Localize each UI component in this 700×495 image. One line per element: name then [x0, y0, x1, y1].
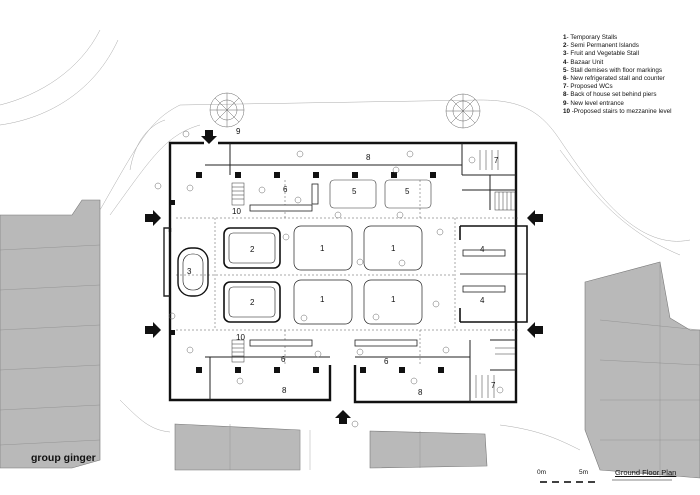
- legend-item: 2- Semi Permanent Islands: [563, 42, 672, 50]
- wc-fixtures: [475, 150, 499, 398]
- legend-item-text: - Temporary Stalls: [566, 34, 618, 41]
- label-temporary-stall: 1: [320, 295, 325, 304]
- stall-demises: [329, 179, 432, 209]
- label-demise: 5: [405, 187, 410, 196]
- bazaar-units: [459, 225, 528, 323]
- label-temporary-stall: 1: [391, 244, 396, 253]
- legend-item-number: 1: [563, 34, 567, 41]
- street-context-lines: [0, 29, 691, 470]
- legend-item: 1- Temporary Stalls: [563, 34, 672, 42]
- legend-item-text: - New refrigerated stall and counter: [566, 75, 665, 83]
- label-wc: 7: [491, 381, 496, 390]
- piers: [170, 172, 444, 373]
- legend-item-number: 9: [563, 99, 567, 107]
- neighbouring-buildings: [0, 199, 700, 479]
- legend-item: 9- New level entrance: [563, 100, 672, 108]
- label-bazaar: 4: [480, 296, 485, 305]
- legend-item-text: - Back of house set behind piers: [566, 91, 657, 99]
- label-stairs: 10: [232, 207, 241, 216]
- label-temporary-stall: 1: [391, 295, 396, 304]
- building-hatching: [0, 244, 700, 478]
- building-walls: [168, 141, 518, 404]
- label-level-entrance: 9: [236, 127, 241, 136]
- legend-item: 4- Bazaar Unit: [563, 59, 672, 67]
- label-demise: 5: [352, 187, 357, 196]
- label-fruit-veg: 3: [187, 267, 192, 276]
- label-island: 2: [250, 298, 255, 307]
- legend-item-text: -Proposed stairs to mezzanine level: [570, 107, 672, 115]
- circulation-dashes: [176, 180, 520, 365]
- legend-item-number: 2: [563, 42, 567, 50]
- plan-title: Ground Floor Plan: [615, 468, 677, 477]
- label-bazaar: 4: [480, 245, 485, 254]
- legend-item-number: 6: [563, 75, 567, 83]
- legend-item-text: - Bazaar Unit: [566, 58, 604, 66]
- plan-number-labels: 1 1 1 1 2 2 3 4 4 5 5 6 6 6 7 7 8 8 8 9 …: [187, 127, 499, 397]
- legend-item-number: 8: [563, 91, 567, 99]
- interior-walls: [163, 143, 516, 402]
- label-refrigerated: 6: [281, 355, 286, 364]
- temporary-stalls: [293, 225, 423, 325]
- figure-symbols: [154, 130, 504, 428]
- fruit-veg-stall: [177, 247, 209, 297]
- label-refrigerated: 6: [384, 357, 389, 366]
- semi-permanent-islands: [223, 227, 281, 323]
- scale-end-label: 5m: [579, 469, 589, 476]
- label-temporary-stall: 1: [320, 244, 325, 253]
- entrance-arrows: [145, 130, 543, 424]
- legend-item-number: 5: [563, 66, 567, 74]
- legend-item: 5- Stall demises with floor markings: [563, 67, 672, 75]
- legend-item: 10 -Proposed stairs to mezzanine level: [563, 108, 672, 116]
- legend-item-text: - Fruit and Vegetable Stall: [566, 50, 639, 58]
- legend-item-number: 3: [563, 50, 567, 58]
- legend-item-text: - Semi Permanent Islands: [566, 42, 639, 50]
- brand-logo-text: group ginger: [31, 452, 96, 464]
- label-stairs: 10: [236, 333, 245, 342]
- label-island: 2: [250, 245, 255, 254]
- label-wc: 7: [494, 156, 499, 165]
- legend-item-number: 10: [563, 107, 571, 115]
- label-back-of-house: 8: [418, 388, 423, 397]
- label-refrigerated: 6: [283, 185, 288, 194]
- label-back-of-house: 8: [366, 153, 371, 162]
- legend-item-text: - New level entrance: [566, 99, 624, 107]
- legend-item-number: 4: [563, 58, 567, 66]
- legend-item: 7- Proposed WCs: [563, 83, 672, 91]
- refrigerated-counters: [249, 183, 418, 347]
- legend-item-number: 7: [563, 83, 567, 91]
- legend-item: 3- Fruit and Vegetable Stall: [563, 50, 672, 58]
- legend-item-text: - Stall demises with floor markings: [566, 66, 663, 74]
- legend-item-text: - Proposed WCs: [566, 83, 613, 91]
- legend-item: 6- New refrigerated stall and counter: [563, 75, 672, 83]
- scale-bar: [540, 479, 672, 483]
- mezzanine-stairs: [231, 182, 516, 363]
- legend-item: 8- Back of house set behind piers: [563, 91, 672, 99]
- scale-start-label: 0m: [537, 469, 547, 476]
- bazaar-counters: [462, 249, 506, 293]
- label-back-of-house: 8: [282, 386, 287, 395]
- tree-symbols: [209, 92, 481, 129]
